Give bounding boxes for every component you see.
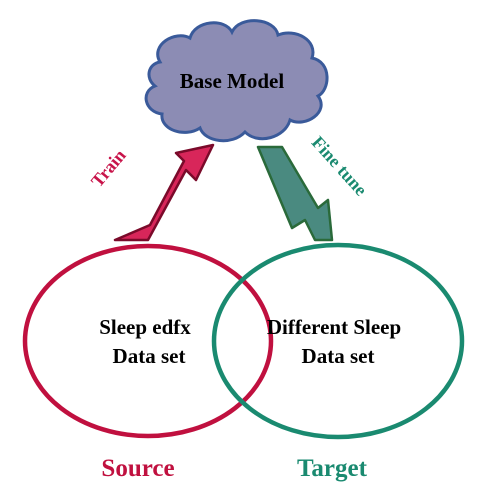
target-set: Different Sleep Data set Target — [211, 242, 465, 482]
base-model-cloud: Base Model — [144, 19, 329, 143]
finetune-label: Fine tune — [308, 132, 371, 199]
target-line2: Data set — [302, 344, 375, 368]
source-line1: Sleep edfx — [99, 315, 191, 339]
cloud-shape — [144, 19, 329, 143]
source-caption: Source — [101, 455, 174, 482]
train-arrow-shape — [113, 143, 215, 242]
target-line1: Different Sleep — [267, 315, 401, 339]
source-line2: Data set — [113, 344, 186, 368]
train-label: Train — [87, 145, 130, 191]
finetune-arrow-shape — [256, 145, 334, 242]
finetune-arrow: Fine tune — [256, 132, 371, 242]
source-set: Sleep edfx Data set Source — [22, 243, 274, 482]
target-ellipse — [211, 242, 465, 440]
base-model-label: Base Model — [180, 69, 285, 93]
target-caption: Target — [297, 455, 368, 482]
source-ellipse — [22, 243, 274, 439]
train-arrow: Train — [87, 143, 215, 242]
